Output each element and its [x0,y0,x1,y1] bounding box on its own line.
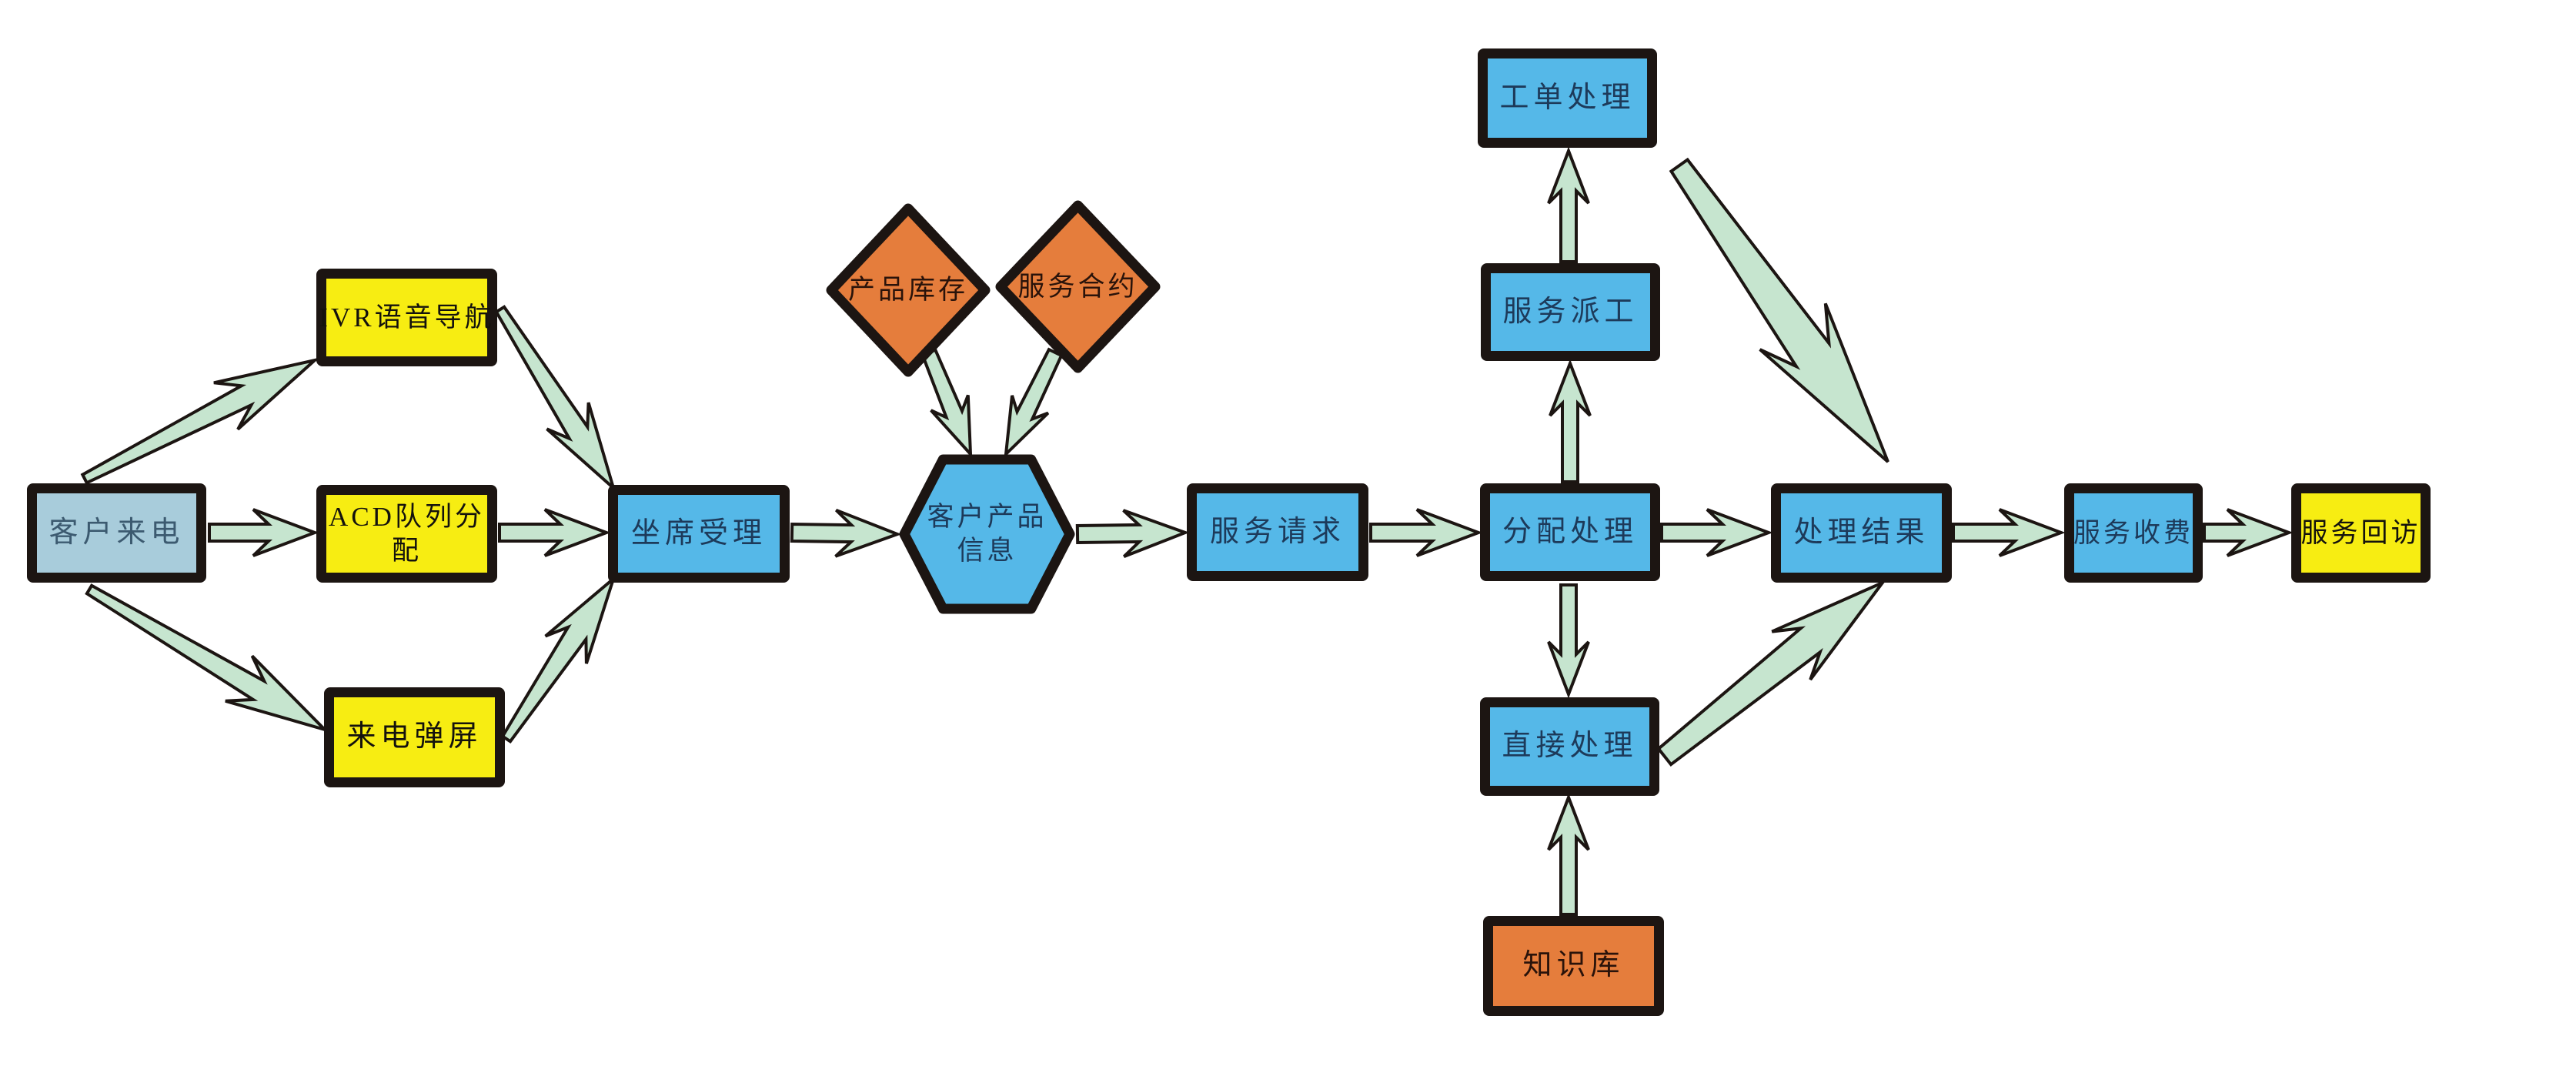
flow-arrow-assign-process-to-direct-process [1547,583,1590,699]
flow-node-shape [995,200,1161,373]
flow-node-box [1480,697,1659,796]
flow-node-service-charge: 服务收费 [2064,483,2203,583]
flow-node-assign-process: 分配处理 [1480,483,1660,581]
flow-node-agent-accept: 坐席受理 [608,485,790,583]
flow-arrow-customer-call-to-ivr [80,357,321,485]
flow-node-service-request: 服务请求 [1187,483,1368,581]
flow-arrow-ivr-to-agent-accept [494,305,616,493]
flow-node-process-result: 处理结果 [1771,483,1952,583]
flow-node-box [316,485,497,583]
flow-arrow-product-inventory-to-customer-product-info [920,348,973,459]
flow-arrow-knowledge-base-to-direct-process [1547,793,1590,916]
flow-node-shape [826,203,991,377]
flow-node-knowledge-base: 知识库 [1483,916,1664,1016]
flow-node-box [27,483,206,583]
flow-node-box [1480,483,1660,581]
flow-arrow-service-charge-to-service-callback [2203,508,2294,557]
flow-node-service-contract: 服务合约 [995,200,1161,373]
flow-node-box [608,485,790,583]
flow-node-ivr: IVR语音导航 [316,269,497,366]
flow-node-shape [899,454,1075,614]
flow-node-customer-call: 客户来电 [27,483,206,583]
flow-node-service-dispatch: 服务派工 [1481,263,1660,361]
flow-node-customer-product-info: 客户产品 信息 [899,454,1075,614]
flow-node-box [1478,48,1657,148]
flow-arrow-agent-accept-to-customer-product-info [790,508,902,558]
flow-arrow-assign-process-to-service-dispatch [1549,359,1592,483]
flow-node-call-popup: 来电弹屏 [324,687,505,787]
flow-node-box [1483,916,1664,1016]
flow-node-direct-process: 直接处理 [1480,697,1659,796]
flow-arrow-service-request-to-assign-process [1369,508,1483,557]
flow-arrow-process-result-to-service-charge [1952,508,2066,557]
flow-node-box [2064,483,2203,583]
flow-node-box [1481,263,1660,361]
flow-arrow-work-order-to-process-result [1669,157,1889,463]
flow-node-acd: ACD队列分配 [316,485,497,583]
flow-node-work-order: 工单处理 [1478,48,1657,148]
flow-node-box [324,687,505,787]
flow-arrow-call-popup-to-agent-accept [500,573,617,744]
flow-node-box [1187,483,1368,581]
flow-node-box [2291,483,2431,583]
flow-arrow-service-dispatch-to-work-order [1547,146,1590,263]
flow-arrow-customer-call-to-acd [208,508,319,557]
flow-node-box [1771,483,1952,583]
flow-arrow-assign-process-to-process-result [1660,508,1773,557]
flow-node-product-inventory: 产品库存 [826,203,991,377]
flow-arrow-direct-process-to-process-result [1656,579,1888,767]
flow-arrow-acd-to-agent-accept [498,508,611,557]
flow-node-service-callback: 服务回访 [2291,483,2431,583]
flow-arrow-customer-product-info-to-service-request [1075,509,1190,558]
flow-arrow-service-contract-to-customer-product-info [1004,347,1064,459]
flow-arrow-customer-call-to-call-popup [85,583,330,733]
flow-node-box [316,269,497,366]
